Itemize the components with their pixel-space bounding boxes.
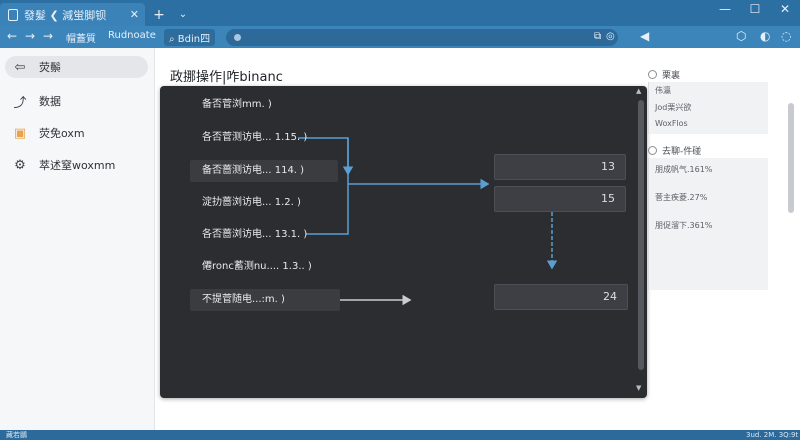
bookmark-1[interactable]: 帽蓋質 bbox=[66, 34, 96, 45]
flow-row[interactable]: 备否菅浏mm. ) bbox=[202, 99, 272, 110]
flow-row[interactable]: 淀扐蔷浏访电... 1.2. ) bbox=[202, 197, 301, 208]
status-right: 3ud. 2M. 3Q:9t bbox=[746, 431, 799, 439]
radio-icon[interactable] bbox=[648, 70, 657, 79]
flow-row[interactable]: 各否菅测访电... 1.15. ) bbox=[202, 132, 308, 143]
bookmark-search-icon: ⌕ bbox=[169, 34, 178, 45]
sidebar-item-back[interactable]: ⇦ 荧鬃 bbox=[5, 56, 148, 78]
flow-row[interactable]: 僊ronc蓄测nu.... 1.3.. ) bbox=[202, 261, 312, 272]
minimize-button[interactable]: — bbox=[719, 2, 731, 16]
flow-row[interactable]: 各否蔷浏访电... 13.1. ) bbox=[202, 229, 308, 240]
tab-menu-icon[interactable]: ⌄ bbox=[178, 9, 188, 20]
status-left: 藏若鵬 bbox=[6, 431, 27, 439]
share-icon[interactable]: ⧉ bbox=[594, 31, 602, 42]
audio-icon[interactable]: ◀ bbox=[640, 29, 650, 43]
tools-icon: ⤴ bbox=[13, 95, 27, 111]
panel-scrollbar[interactable]: ▲ ▼ bbox=[636, 87, 644, 392]
page-scrollbar[interactable] bbox=[788, 103, 794, 213]
section-1-list: 伟瀛 Jod栗兴欲 WoxFlos bbox=[648, 82, 768, 134]
tab-page-icon bbox=[8, 8, 18, 21]
flow-row[interactable]: 备否蔷测访电... 114. ) bbox=[190, 160, 338, 182]
sidebar: ⇦ 荧鬃 ⤴ 数据 ▣ 荧免oxm ⚙ 萃述窒woxmm bbox=[0, 48, 155, 430]
list-item[interactable]: 菅主疾菱.27% bbox=[655, 193, 708, 202]
scrollbar-thumb[interactable] bbox=[638, 100, 644, 370]
gear-icon: ⚙ bbox=[14, 157, 26, 173]
radio-icon[interactable] bbox=[648, 146, 657, 155]
maximize-button[interactable]: ☐ bbox=[749, 2, 761, 16]
extension-icon[interactable]: ◎ bbox=[606, 31, 615, 42]
reload-button[interactable]: → bbox=[42, 29, 54, 43]
connector-line bbox=[306, 138, 349, 235]
sidebar-item-label: 数据 bbox=[39, 95, 61, 108]
value-box[interactable]: 13 bbox=[494, 154, 626, 180]
settings-icon[interactable]: ⬡ bbox=[736, 29, 747, 43]
bookmark-3-label: Bdin四 bbox=[177, 34, 211, 45]
right-panel: 栗裏 伟瀛 Jod栗兴欲 WoxFlos 去聊-件碰 朋成帆气.161% 菅主疾… bbox=[648, 60, 773, 290]
history-icon[interactable]: ◐ bbox=[760, 29, 771, 43]
list-item[interactable]: 朋促溜下.361% bbox=[655, 221, 713, 230]
section-1-header[interactable]: 栗裏 bbox=[648, 68, 680, 81]
sidebar-item-data[interactable]: ⤴ 数据 bbox=[5, 90, 148, 112]
folder-icon: ▣ bbox=[13, 125, 27, 141]
flow-row[interactable]: 不提菅随电...:m. ) bbox=[190, 289, 340, 311]
section-2-list: 朋成帆气.161% 菅主疾菱.27% 朋促溜下.361% bbox=[648, 158, 768, 290]
value-box[interactable]: 24 bbox=[494, 284, 628, 310]
bookmark-2[interactable]: Rudnoate bbox=[108, 30, 156, 41]
sidebar-item-label: 萃述窒woxmm bbox=[39, 159, 116, 172]
close-window-button[interactable]: ✕ bbox=[779, 2, 791, 16]
status-bar: 藏若鵬 3ud. 2M. 3Q:9t bbox=[0, 430, 800, 440]
back-button[interactable]: ← bbox=[6, 29, 18, 43]
page-title: 政挪操作|咋binanc bbox=[170, 70, 283, 85]
section-1-title: 栗裏 bbox=[662, 71, 681, 81]
address-toolbar: ← → → 帽蓋質 Rudnoate ⌕ Bdin四 ⧉ ◎ ◀ ⬡ ◐ ◌ bbox=[0, 26, 800, 48]
list-item[interactable]: WoxFlos bbox=[655, 119, 688, 128]
sidebar-item-settings[interactable]: ⚙ 萃述窒woxmm bbox=[5, 154, 148, 176]
tab-close-icon[interactable]: ✕ bbox=[129, 8, 139, 21]
section-2-header[interactable]: 去聊-件碰 bbox=[648, 144, 701, 157]
scroll-up-icon[interactable]: ▲ bbox=[636, 87, 642, 95]
page-content: ⇦ 荧鬃 ⤴ 数据 ▣ 荧免oxm ⚙ 萃述窒woxmm 政挪操作|咋binan… bbox=[0, 48, 800, 430]
value-box[interactable]: 15 bbox=[494, 186, 626, 212]
tab-title: 發髮 ❮ 減蛍脚钡 bbox=[24, 8, 107, 22]
sidebar-item-label: 荧鬃 bbox=[39, 61, 61, 74]
scroll-down-icon[interactable]: ▼ bbox=[636, 384, 642, 392]
list-item[interactable]: Jod栗兴欲 bbox=[655, 103, 692, 112]
address-bar[interactable]: ⧉ ◎ bbox=[226, 29, 618, 46]
sidebar-item-label: 荧免oxm bbox=[39, 127, 85, 140]
new-tab-button[interactable]: + bbox=[153, 6, 165, 23]
browser-tab[interactable]: 發髮 ❮ 減蛍脚钡 ✕ bbox=[0, 3, 145, 26]
forward-button[interactable]: → bbox=[24, 29, 36, 43]
bookmark-3[interactable]: ⌕ Bdin四 bbox=[164, 29, 216, 46]
title-bar: 發髮 ❮ 減蛍脚钡 ✕ + ⌄ — ☐ ✕ bbox=[0, 0, 800, 26]
site-info-icon[interactable] bbox=[234, 34, 241, 41]
list-item[interactable]: 朋成帆气.161% bbox=[655, 165, 713, 174]
section-2-title: 去聊-件碰 bbox=[662, 147, 702, 157]
back-arrow-icon: ⇦ bbox=[14, 59, 26, 75]
sidebar-item-files[interactable]: ▣ 荧免oxm bbox=[5, 122, 148, 144]
flow-panel: 备否菅浏mm. ) 各否菅测访电... 1.15. ) 备否蔷测访电... 11… bbox=[160, 86, 647, 398]
profile-icon[interactable]: ◌ bbox=[781, 29, 792, 43]
list-item[interactable]: 伟瀛 bbox=[655, 86, 671, 95]
